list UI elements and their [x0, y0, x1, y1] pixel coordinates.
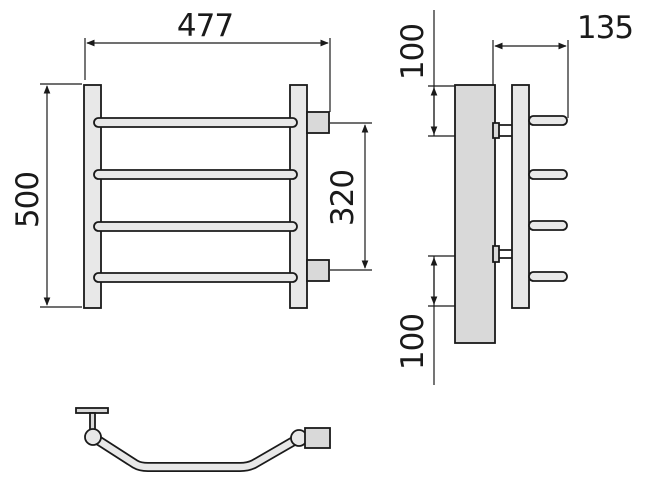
left-joint [84, 428, 102, 446]
rung-end [528, 271, 568, 282]
top-offset-label: 100 [395, 24, 431, 80]
depth-label: 135 [577, 10, 633, 46]
rung-end [528, 220, 568, 231]
rung [93, 221, 298, 232]
front-view: 477 500 320 [10, 8, 372, 309]
rung [93, 272, 298, 283]
lower-connection-stub [306, 259, 330, 282]
top-view [75, 407, 331, 472]
rung-end [528, 115, 568, 126]
bottom-offset-label: 100 [395, 314, 431, 370]
side-rung-ends [528, 115, 568, 282]
left-upright [83, 84, 102, 309]
top-connection-stub [304, 427, 331, 449]
rung [93, 117, 298, 128]
side-view: 135 100 100 [395, 10, 634, 385]
wall-block [454, 84, 496, 344]
side-brackets [492, 122, 512, 263]
top-offset-dimension: 100 [395, 10, 498, 137]
rung-end [528, 169, 568, 180]
connection-spacing-dimension: 320 [325, 122, 372, 271]
rung [93, 169, 298, 180]
curved-rail [88, 432, 304, 472]
width-label: 477 [177, 8, 233, 44]
right-upright [289, 84, 308, 309]
connection-spacing-label: 320 [325, 170, 361, 226]
height-dimension: 500 [10, 83, 82, 308]
upper-connection-stub [306, 111, 330, 134]
height-label: 500 [10, 172, 46, 228]
width-dimension: 477 [84, 8, 331, 112]
front-rungs [93, 117, 298, 283]
depth-dimension: 135 [492, 10, 634, 118]
side-upright [511, 84, 530, 309]
